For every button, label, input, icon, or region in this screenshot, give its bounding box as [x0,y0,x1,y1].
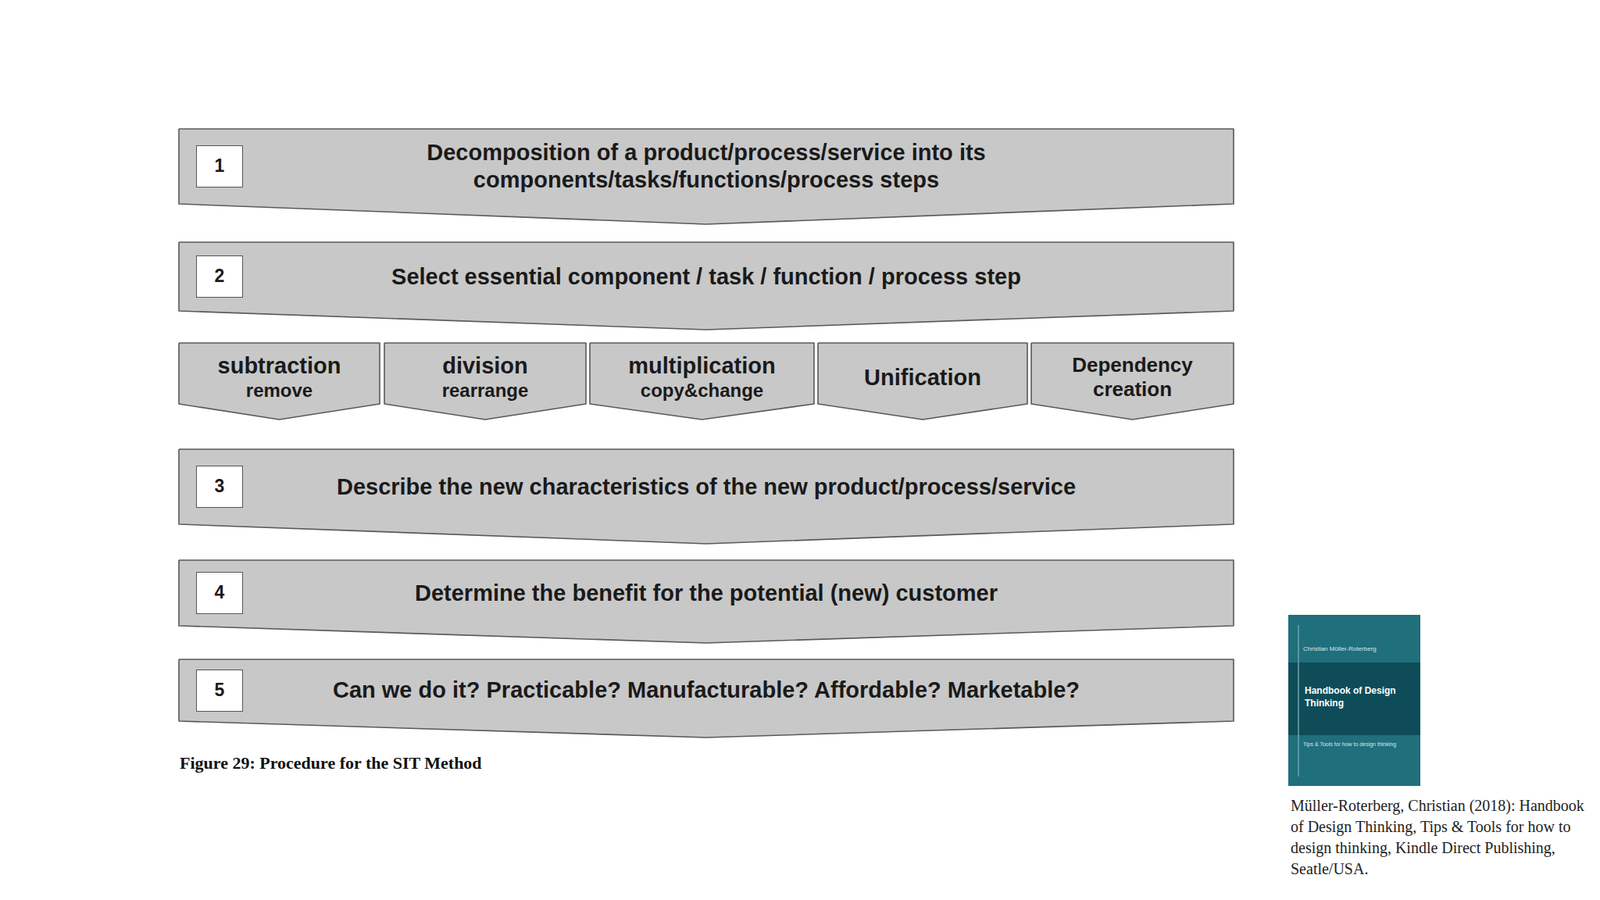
text-area: 3 [196,466,243,508]
operator-hint: remove [246,379,313,403]
step-number: 1 [214,155,225,178]
chevron-path [178,128,1234,225]
cover-background [1288,614,1421,786]
step-number: 4 [214,582,225,604]
step-text: Select essential component / task / func… [391,263,1022,291]
text-area: Can we do it? Practicable? Manufacturabl… [178,659,1234,722]
text-area: divisionrearrange [384,342,586,412]
cover-title: Handbook of Design Thinking [1304,684,1415,710]
number-box: 2 [196,255,243,298]
cover-author: Christian Müller-Roterberg [1303,645,1413,654]
operator-chevron: divisionrearrange [384,342,586,420]
step-number: 2 [214,265,225,288]
operator-name: Dependency creation [1066,353,1200,402]
text-area: Decomposition of a product/process/servi… [178,128,1234,204]
chevron-path [1031,342,1234,420]
step-number: 5 [214,679,225,702]
figure-caption: Figure 29: Procedure for the SIT Method [179,753,483,774]
text-area: 1 [196,146,243,187]
cover-band [1288,662,1421,736]
chevron-path [589,342,815,420]
chevron-path [178,659,1234,738]
chevron-path [178,342,380,420]
step-text: Decomposition of a product/process/servi… [354,139,1058,194]
operator-name: Unification [864,364,982,392]
chevron-path [178,242,1234,330]
step-band: Determine the benefit for the potential … [178,560,1234,643]
text-area: Describe the new characteristics of the … [178,449,1234,525]
operator-chevron: subtractionremove [178,342,380,420]
operator-chevron: Unification [817,342,1028,420]
citation: Müller-Roterberg, Christian (2018): Hand… [1290,795,1596,880]
operator-name: multiplication [628,352,776,380]
text-area: 5 [196,670,243,711]
chevron-path [817,342,1028,420]
operator-name: division [442,352,529,380]
step-number: 3 [214,475,225,498]
chevron-path [178,449,1234,544]
step-band: Can we do it? Practicable? Manufacturabl… [178,659,1234,738]
number-box: 3 [196,465,243,508]
text-area: Dependency creation [1031,342,1234,412]
chevron-path [178,560,1234,643]
cover-subtitle: Tips & Tools for how to design thinking [1303,740,1418,748]
step-text: Determine the benefit for the potential … [414,579,998,608]
operator-chevron: multiplicationcopy&change [589,342,815,420]
operator-hint: copy&change [640,379,764,403]
number-box: 4 [196,571,243,615]
step-text: Describe the new characteristics of the … [336,473,1076,501]
cover-rule [1297,625,1300,777]
text-area: 4 [196,572,243,614]
operator-name: subtraction [217,352,342,380]
step-band: Select essential component / task / func… [178,242,1234,330]
step-text: Can we do it? Practicable? Manufacturabl… [332,676,1080,704]
number-box: 5 [196,669,243,712]
chevron-path [384,342,586,420]
operator-chevron: Dependency creation [1031,342,1234,420]
text-area: 2 [196,256,243,297]
operator-hint: rearrange [442,379,529,403]
text-area: Unification [817,342,1028,412]
step-band: Decomposition of a product/process/servi… [178,128,1234,225]
text-area: Select essential component / task / func… [178,242,1234,311]
step-band: Describe the new characteristics of the … [178,449,1234,544]
text-area: Determine the benefit for the potential … [178,560,1234,626]
text-area: subtractionremove [178,342,380,412]
number-box: 1 [196,145,243,188]
text-area: multiplicationcopy&change [589,342,815,412]
